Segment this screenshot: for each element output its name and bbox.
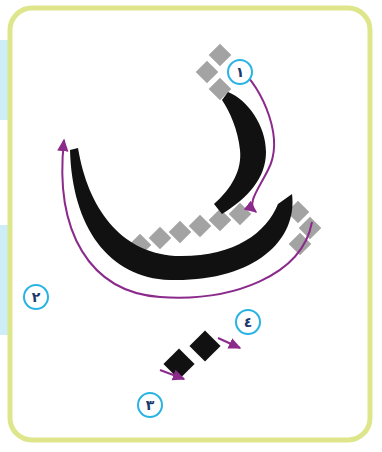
callout-circle (236, 310, 260, 334)
letter-bowl (70, 148, 293, 280)
measure-dot (169, 221, 192, 244)
grey-dots (129, 44, 322, 257)
callout-number: ٤ (244, 315, 253, 329)
letter-head (214, 92, 266, 214)
callout-circle (138, 393, 162, 417)
measure-dot (189, 215, 212, 238)
stroke-arrow (160, 370, 184, 379)
measure-dot (149, 227, 172, 250)
callout-number: ٢ (32, 290, 41, 304)
stroke-arrow (62, 140, 312, 298)
callout-number: ١ (236, 65, 245, 79)
letter-dot (163, 348, 194, 379)
callout-circle (228, 60, 252, 84)
measure-dot (196, 61, 219, 84)
measure-dot (209, 209, 232, 232)
stroke-arrow (218, 338, 240, 348)
callout-circle (24, 285, 48, 309)
stroke-arrow (236, 64, 274, 212)
measure-dot (209, 44, 232, 67)
letter-dot (189, 330, 220, 361)
callout-number: ٣ (146, 398, 155, 412)
frame (10, 8, 370, 440)
